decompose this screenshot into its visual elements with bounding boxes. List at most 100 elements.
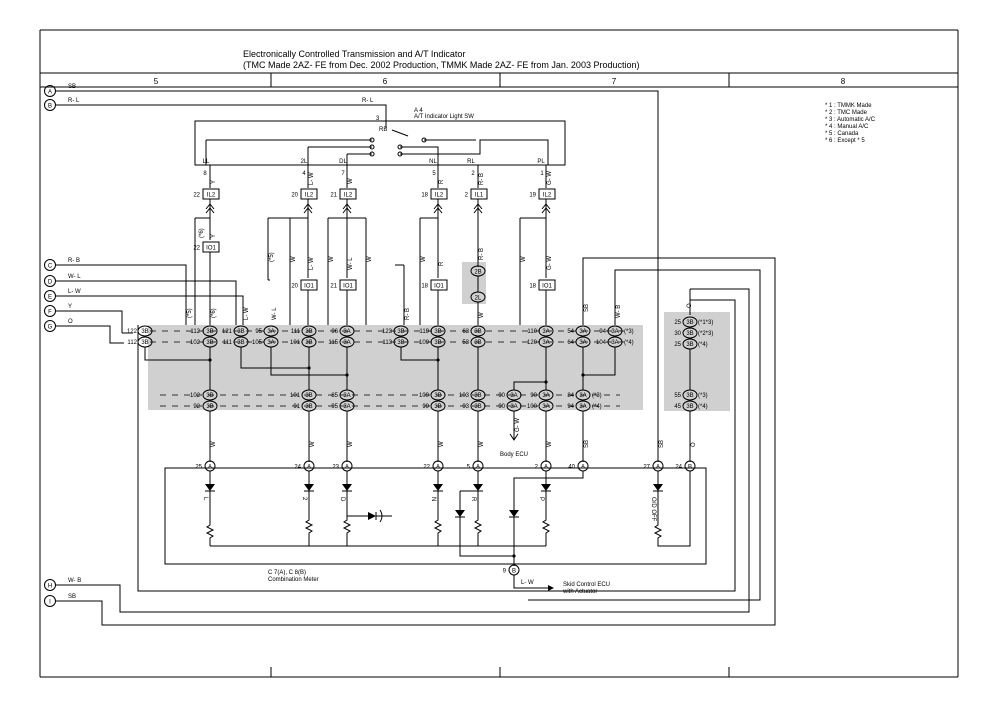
svg-text:3A: 3A [611,340,618,346]
wire-label: R- L [68,98,80,104]
svg-text:IO1: IO1 [343,284,353,290]
svg-text:64: 64 [567,340,574,346]
svg-text:W: W [310,441,316,447]
svg-text:102: 102 [190,393,201,399]
svg-text:3A: 3A [611,329,618,335]
svg-text:3A: 3A [343,340,350,346]
svg-text:101: 101 [290,340,301,346]
svg-text:63: 63 [462,329,469,335]
skid-control-ecu-sub: with Actuator [562,589,597,595]
svg-text:94: 94 [567,404,574,410]
svg-text:3A: 3A [579,404,586,410]
svg-text:A: A [581,465,585,471]
svg-text:G- W: G- W [547,256,553,270]
meter-feed-wires: G- W Body ECU W W W W W W SB SB O [209,411,697,462]
svg-text:W: W [291,256,297,262]
svg-text:A: A [656,465,660,471]
svg-text:3B: 3B [305,393,312,399]
svg-text:90: 90 [498,404,505,410]
svg-text:3B: 3B [305,329,312,335]
svg-text:3B: 3B [474,340,481,346]
svg-text:W: W [479,312,485,318]
svg-text:92: 92 [193,404,200,410]
svg-text:3B: 3B [434,393,441,399]
svg-text:27: 27 [643,465,650,471]
indicator-lamps: L 2 D N R P O/D OFF [202,471,663,522]
svg-text:A: A [544,465,548,471]
svg-text:18: 18 [421,284,428,290]
svg-text:3B: 3B [686,331,693,337]
svg-text:R- B: R- B [479,248,485,260]
svg-text:20: 20 [291,193,298,199]
svg-text:54: 54 [567,329,574,335]
svg-text:22: 22 [193,193,200,199]
svg-text:R: R [439,179,445,184]
svg-text:W: W [329,256,335,262]
svg-text:113: 113 [382,340,392,346]
svg-text:3A: 3A [267,340,274,346]
svg-text:30: 30 [674,331,681,337]
terminal-label: F [48,310,52,316]
skid-control-ecu-label: Skid Control ECU [563,582,610,588]
column-number: 8 [841,77,846,86]
wire-label: SB [68,84,76,90]
svg-text:(*4): (*4) [698,342,708,348]
svg-text:24: 24 [675,465,682,471]
svg-text:105: 105 [252,340,263,346]
svg-text:22: 22 [423,465,430,471]
svg-text:L: L [202,497,208,501]
combination-meter-ref: C 7(A), C 8(B) [268,570,306,576]
wire-label: O [68,319,73,325]
svg-text:109: 109 [419,393,430,399]
svg-text:3A: 3A [579,393,586,399]
body-ecu-label: Body ECU [500,452,528,458]
terminal-label: E [48,295,52,301]
svg-text:91: 91 [293,404,300,410]
diagram-subtitle: (TMC Made 2AZ- FE from Dec. 2002 Product… [243,60,639,70]
resistor-network [205,471,691,566]
svg-text:3B: 3B [237,340,244,346]
svg-text:3B: 3B [434,340,441,346]
switch-pin: 7 [341,171,345,177]
note: * 1 : TMMK Made [825,103,872,109]
svg-text:W: W [479,441,485,447]
svg-text:SB: SB [659,440,665,448]
svg-text:2B: 2B [474,270,481,276]
svg-text:(*3): (*3) [624,329,634,335]
meter-pins: A25 A24 A23 A22 A5 A2 A40 A27 B24 [195,460,696,472]
combination-meter: A25 A24 A23 A22 A5 A2 A40 A27 B24 L 2 D … [164,460,707,583]
svg-text:3A: 3A [542,404,549,410]
svg-text:3B: 3B [686,320,693,326]
svg-text:(*6): (*6) [211,308,217,318]
svg-text:3B: 3B [686,393,693,399]
svg-text:110: 110 [527,329,537,335]
svg-text:99: 99 [422,404,429,410]
svg-text:95: 95 [331,404,338,410]
column-number: 6 [383,77,388,86]
svg-text:IO1: IO1 [434,284,444,290]
svg-text:P: P [538,497,544,501]
svg-text:93: 93 [462,404,469,410]
junction-row-bottom: 92 3B 91 3B 95 3A 99 3B 93 3B 90 3A 100 … [160,400,620,412]
svg-text:21: 21 [330,284,337,290]
svg-text:115: 115 [328,340,338,346]
svg-text:IL2: IL2 [435,193,444,199]
svg-text:25: 25 [674,342,681,348]
switch-position: NL [429,159,437,165]
column-number: 7 [612,77,617,86]
svg-text:W- B: W- B [616,305,622,318]
svg-text:101: 101 [290,393,301,399]
wire-label: L- W [68,289,81,295]
svg-text:3B: 3B [141,340,148,346]
junction-row-top: 122 3B 112 3B 121 3B 95 3A 111 3B 96 3A … [127,325,634,337]
svg-text:102: 102 [190,340,201,346]
svg-text:3A: 3A [343,404,350,410]
svg-text:(*1*3): (*1*3) [698,320,713,326]
svg-text:122: 122 [127,329,138,335]
column-ticks [270,73,730,677]
svg-text:5: 5 [467,465,471,471]
svg-text:90: 90 [530,393,537,399]
svg-text:85: 85 [331,393,338,399]
svg-text:18: 18 [529,284,536,290]
